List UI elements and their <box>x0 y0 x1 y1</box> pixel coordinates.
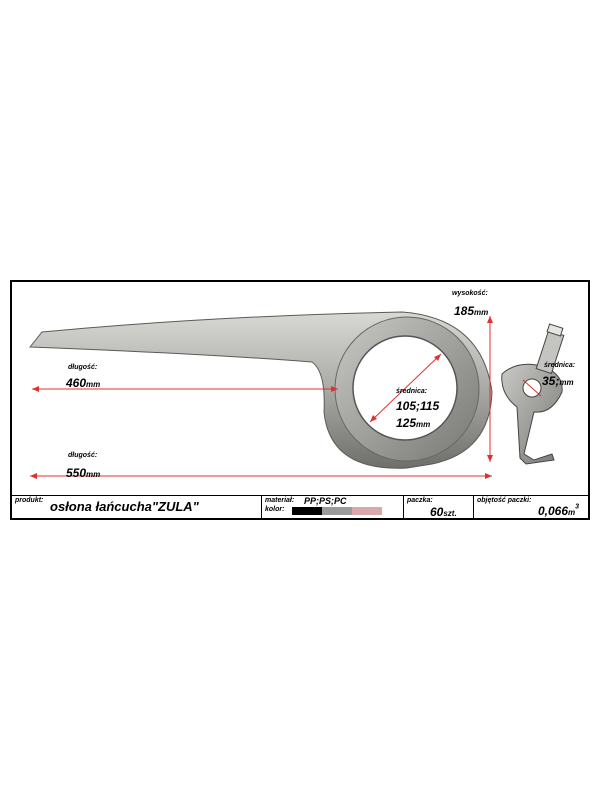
height-value: 185mm <box>454 304 489 318</box>
length1-label: długość: <box>68 364 98 371</box>
material-cell: materiał: PP;PS;PC kolor: <box>262 496 404 518</box>
pack-cell: paczka: 60szt. <box>404 496 474 519</box>
volume-cell: objętość paczki: 0,066m3 <box>474 496 588 518</box>
product-label: produkt: <box>15 497 44 504</box>
pack-value: 60szt. <box>430 505 457 519</box>
height-label: wysokość: <box>452 290 488 297</box>
chain-guard-drawing <box>28 311 565 479</box>
volume-label: objętość paczki: <box>477 497 532 504</box>
mount-diameter-line <box>522 379 542 397</box>
mount-bracket <box>501 323 565 465</box>
diameter-value1: 105;115 <box>396 399 440 413</box>
product-sheet: wysokość: 185mm długość: 460mm średnica:… <box>10 280 590 520</box>
color-swatch-black <box>292 507 322 515</box>
color-swatches <box>292 507 382 515</box>
length2-label: długość: <box>68 452 98 459</box>
material-label: materiał: <box>265 497 295 504</box>
length1-value: 460mm <box>66 376 101 390</box>
diameter-line <box>369 353 442 423</box>
color-swatch-pink <box>352 507 382 515</box>
length2-value: 550mm <box>66 466 101 480</box>
material-value: PP;PS;PC <box>304 496 347 506</box>
pack-label: paczka: <box>407 497 433 504</box>
diameter-value2: 125mm <box>396 416 431 430</box>
mount-diameter-label: średnica: <box>544 362 576 369</box>
color-label: kolor: <box>265 506 285 513</box>
color-swatch-grey <box>322 507 352 515</box>
volume-value: 0,066m3 <box>538 503 580 518</box>
mount-diameter-value: 35;mm <box>542 374 574 388</box>
diameter-label: średnica: <box>396 388 428 395</box>
product-info-row: produkt: osłona łańcucha"ZULA" materiał:… <box>12 495 588 519</box>
product-name: osłona łańcucha"ZULA" <box>50 499 199 514</box>
product-cell: produkt: osłona łańcucha"ZULA" <box>12 496 262 518</box>
